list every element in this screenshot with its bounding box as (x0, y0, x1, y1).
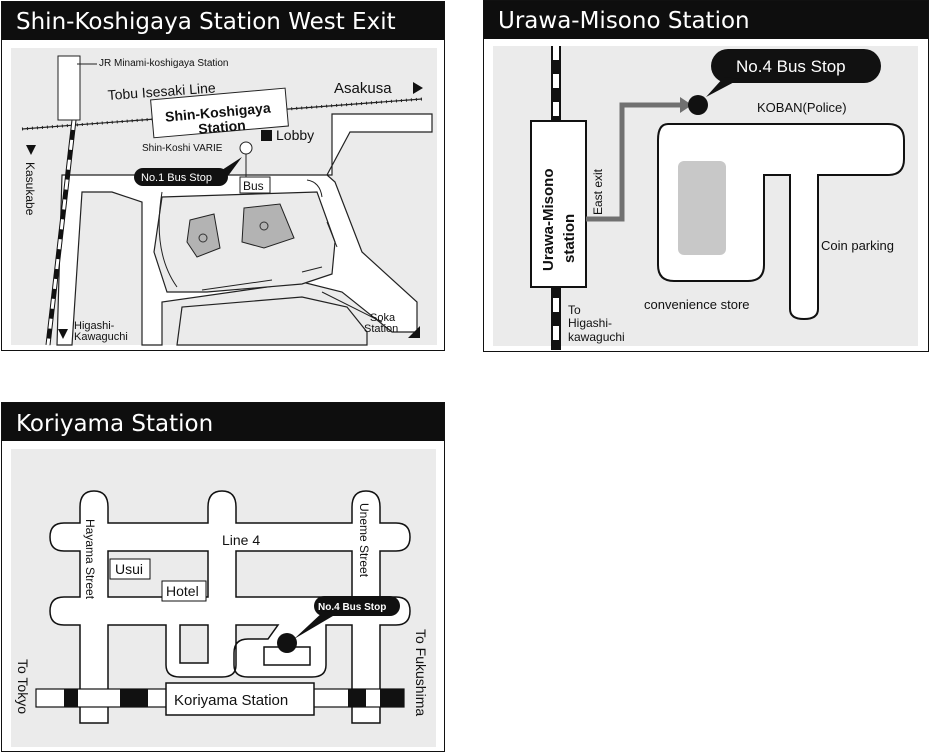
to-fukushima-label: To Fukushima (413, 629, 429, 716)
higashi-label-1: Higashi- (74, 320, 115, 332)
lobby-square-icon (261, 130, 272, 141)
kasukabe-label: Kasukabe (23, 162, 37, 216)
kasukabe-arrow-icon (26, 145, 36, 155)
soka-label-1: Soka (370, 312, 396, 324)
usui-building (109, 558, 151, 580)
station-name-line1: Urawa-Misono (540, 168, 557, 271)
shin-koshigaya-map-panel: Shin-Koshigaya Station West Exit (1, 1, 445, 351)
koriyama-map-panel: Koriyama Station Line 4 Hayama Street Un… (1, 402, 445, 752)
hotel-label: Hotel (166, 583, 199, 599)
koban-label: KOBAN(Police) (757, 100, 847, 115)
uneme-street-label: Uneme Street (357, 503, 371, 578)
hayama-street-label: Hayama Street (83, 519, 97, 600)
lobby-label: Lobby (276, 127, 314, 143)
to-label-1: To (568, 303, 581, 317)
coin-parking-label: Coin parking (821, 238, 894, 253)
station-name-line2: station (561, 214, 578, 263)
soka-arrow-icon (408, 326, 420, 338)
building-block (186, 213, 221, 258)
koriyama-panel-title: Koriyama Station (2, 403, 444, 441)
bus-stop-label: No.4 Bus Stop (318, 602, 386, 613)
bus-stop-callout (134, 168, 228, 186)
to-label-3: kawaguchi (568, 330, 625, 344)
bus-stop-marker-icon (277, 633, 297, 653)
road-network (49, 490, 411, 724)
urawa-misono-map-panel: Urawa-Misono Station No.4 Bus Stop KOBAN… (483, 0, 929, 352)
urawa-misono-panel-title: Urawa-Misono Station (484, 1, 928, 39)
bus-stop-callout (711, 49, 881, 83)
urawa-station-box (530, 120, 587, 288)
asakusa-arrow-icon (413, 82, 423, 94)
route-arrows (158, 179, 383, 323)
jr-station-label: JR Minami-koshigaya Station (99, 58, 229, 69)
to-tokyo-label: To Tokyo (15, 659, 31, 714)
east-exit-label: East exit (591, 168, 605, 215)
usui-label: Usui (115, 561, 143, 577)
higashi-label-2: Kawaguchi (74, 331, 128, 343)
higashi-arrow-icon (58, 329, 68, 339)
shin-koshigaya-map: JR Minami-koshigaya Station Tobu Isesaki… (11, 48, 437, 346)
tobu-line-label: Tobu Isesaki Line (107, 79, 216, 103)
soka-label-2: Station (364, 323, 398, 335)
varie-marker-icon (239, 141, 253, 155)
convenience-store-block (678, 161, 726, 255)
hotel-building (161, 580, 207, 602)
bus-stop-label: No.1 Bus Stop (141, 172, 212, 184)
route-path (586, 102, 682, 222)
to-label-2: Higashi- (568, 316, 612, 330)
convenience-store-label: convenience store (644, 297, 750, 312)
varie-label: Shin-Koshi VARIE (142, 143, 223, 154)
bus-label: Bus (243, 179, 264, 193)
asakusa-label: Asakusa (334, 80, 392, 97)
urawa-misono-map: No.4 Bus Stop KOBAN(Police) Urawa-Misono… (493, 46, 918, 350)
station-name-line2: Station (198, 117, 247, 137)
line4-label: Line 4 (222, 532, 260, 548)
shin-koshigaya-station-box (150, 87, 289, 139)
bus-label-box (239, 176, 271, 194)
route-arrow-icon (680, 97, 692, 113)
koriyama-map: Line 4 Hayama Street Uneme Street Usui H… (11, 449, 436, 747)
bus-stop-label: No.4 Bus Stop (736, 57, 846, 76)
bus-stop-callout (314, 596, 400, 616)
shin-koshigaya-panel-title: Shin-Koshigaya Station West Exit (2, 2, 444, 40)
bus-stop-marker-icon (688, 95, 708, 115)
jr-station-building (57, 55, 81, 121)
koriyama-station-label: Koriyama Station (174, 692, 288, 709)
koriyama-station-box (165, 682, 315, 716)
